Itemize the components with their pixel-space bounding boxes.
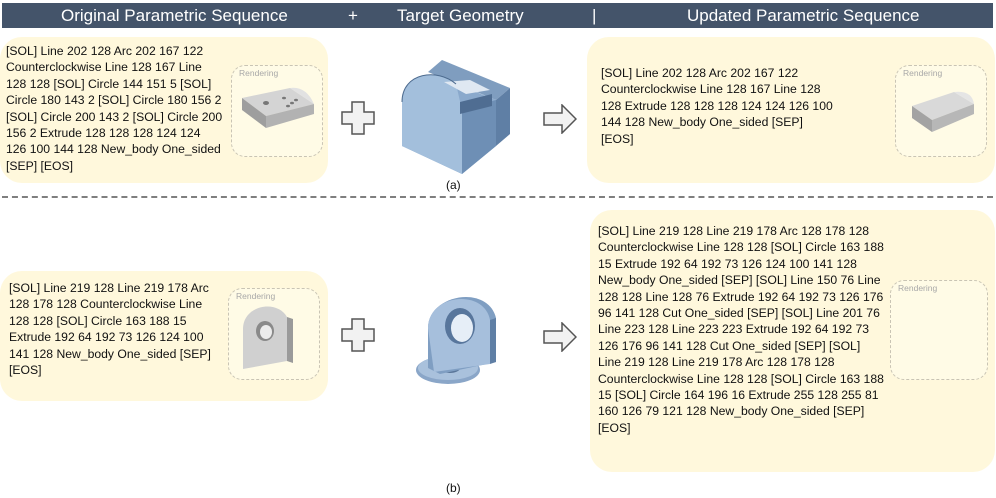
header-bar: Original Parametric Sequence + Target Ge… (2, 3, 993, 28)
plus-icon (341, 101, 375, 135)
rendering-box-b-updated: Rendering (890, 280, 988, 380)
header-separator: | (592, 6, 597, 25)
rendering-box-b-original: Rendering (228, 288, 320, 380)
plus-icon (341, 318, 375, 352)
header-updated-title: Updated Parametric Sequence (687, 6, 920, 25)
rendering-box-a-original: Rendering (231, 65, 323, 157)
header-plus: + (348, 6, 358, 25)
original-panel-b: [SOL] Line 219 128 Line 219 178 Arc 128 … (0, 271, 328, 401)
updated-panel-a: [SOL] Line 202 128 Arc 202 167 122 Count… (587, 37, 995, 183)
original-panel-a: [SOL] Line 202 128 Arc 202 167 122 Count… (0, 37, 328, 183)
updated-panel-b: [SOL] Line 219 128 Line 219 178 Arc 128 … (590, 210, 995, 472)
rendering-label: Rendering (239, 68, 279, 78)
original-sequence-a: [SOL] Line 202 128 Arc 202 167 122 Count… (6, 44, 223, 173)
updated-sequence-a: [SOL] Line 202 128 Arc 202 167 122 Count… (601, 66, 833, 146)
rendering-box-a-updated: Rendering (895, 65, 987, 157)
rendering-label: Rendering (898, 283, 938, 293)
render-plate-with-holes (242, 87, 314, 128)
header-target-title: Target Geometry (397, 6, 524, 25)
arrow-icon (543, 104, 577, 134)
updated-sequence-b: [SOL] Line 219 128 Line 219 178 Arc 128 … (598, 224, 884, 435)
caption-a: (a) (446, 178, 461, 192)
render-plain-plate (912, 91, 974, 132)
rendering-label: Rendering (903, 68, 943, 78)
caption-b: (b) (446, 481, 461, 495)
rendering-label: Rendering (236, 291, 276, 301)
original-sequence-b: [SOL] Line 219 128 Line 219 178 Arc 128 … (9, 281, 211, 378)
arrow-icon (543, 322, 577, 352)
target-geometry-a (401, 60, 510, 174)
target-geometry-b (416, 296, 496, 384)
section-divider (2, 196, 993, 198)
render-bracket-with-hole (243, 306, 293, 369)
header-original-title: Original Parametric Sequence (61, 6, 288, 25)
